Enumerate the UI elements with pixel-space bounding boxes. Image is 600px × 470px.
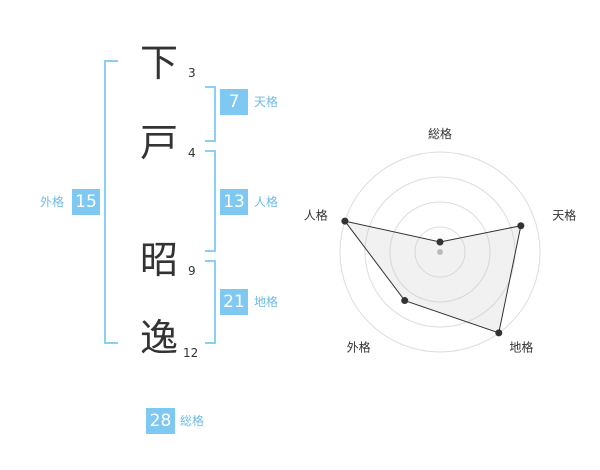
radar-grid-ring-2	[389, 201, 491, 303]
radar-point-2	[517, 222, 525, 230]
chikaku-badge: 21	[220, 289, 248, 315]
soukaku-badge: 28	[146, 408, 175, 434]
radar-point-4	[401, 297, 409, 305]
gaikaku-bracket	[104, 60, 118, 344]
stroke-count-1: 3	[188, 66, 196, 80]
radar-point-3	[495, 329, 503, 337]
tenkaku-bracket	[205, 86, 216, 142]
radar-axis-label-4: 外格	[347, 339, 371, 354]
jinkaku-bracket	[205, 150, 216, 252]
name-char-2: 戸	[139, 121, 178, 165]
chikaku-label: 地格	[254, 295, 279, 309]
radar-point-1	[436, 238, 444, 246]
jinkaku-label: 人格	[254, 195, 279, 209]
radar-axis-label-2: 天格	[552, 208, 576, 223]
radar-grid-ring-1	[414, 226, 466, 278]
stroke-count-4: 12	[183, 346, 199, 360]
name-char-3: 昭	[139, 238, 178, 282]
stroke-count-2: 4	[188, 146, 196, 160]
tenkaku-badge: 7	[220, 89, 248, 115]
radar-axis-label-1: 総格	[428, 126, 452, 141]
radar-center-dot	[437, 249, 443, 255]
name-char-4: 逸	[139, 316, 178, 360]
chikaku-bracket	[205, 260, 216, 344]
jinkaku-badge: 13	[220, 189, 248, 215]
radar-axis-label-5: 人格	[304, 208, 328, 223]
radar-series-area	[343, 220, 522, 334]
name-char-1: 下	[139, 41, 178, 85]
soukaku-label: 総格	[180, 414, 205, 428]
stroke-count-3: 9	[188, 264, 196, 278]
gaikaku-badge: 15	[72, 189, 100, 215]
gaikaku-label: 外格	[40, 195, 65, 209]
tenkaku-label: 天格	[254, 95, 279, 109]
radar-axis-label-3: 地格	[509, 339, 533, 354]
radar-point-5	[341, 217, 349, 225]
radar-grid-ring-4	[339, 151, 541, 353]
